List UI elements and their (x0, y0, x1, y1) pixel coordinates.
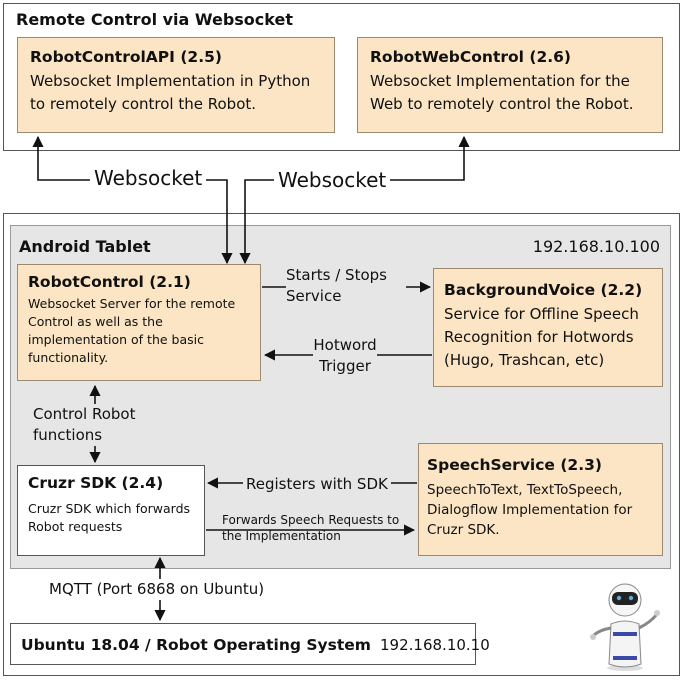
control-robot-label: Control Robot functions (33, 404, 151, 446)
robot-web-control-desc: Websocket Implementation for the Web to … (370, 72, 634, 113)
speech-service-box: SpeechService (2.3) SpeechToText, TextTo… (418, 443, 663, 556)
ubuntu-box: Ubuntu 18.04 / Robot Operating System 19… (10, 623, 490, 665)
background-voice-desc: Service for Offline Speech Recognition f… (444, 305, 639, 369)
cruzr-sdk-desc: Cruzr SDK which forwards Robot requests (28, 501, 191, 534)
robot-control-box: RobotControl (2.1) Websocket Server for … (17, 264, 261, 381)
background-voice-title: BackgroundVoice (2.2) (444, 281, 643, 299)
robot-control-desc: Websocket Server for the remote Control … (28, 296, 236, 365)
cruzr-sdk-title: Cruzr SDK (2.4) (28, 474, 164, 492)
registers-label: Registers with SDK (243, 474, 391, 495)
hotword-trigger-label: Hotword Trigger (313, 335, 377, 377)
websocket-left-line (32, 135, 233, 265)
robot-web-control-box: RobotWebControl (2.6) Websocket Implemen… (357, 37, 663, 133)
forwards-label: Forwards Speech Requests to the Implemen… (222, 513, 400, 543)
cruzr-sdk-box: Cruzr SDK (2.4) Cruzr SDK which forwards… (17, 465, 205, 556)
robot-control-api-title: RobotControlAPI (2.5) (30, 48, 222, 66)
remote-control-title: Remote Control via Websocket (16, 10, 293, 29)
websocket-label-right: Websocket (274, 168, 391, 192)
ubuntu-ip: 192.168.10.10 (380, 636, 490, 654)
android-tablet-ip: 192.168.10.100 (532, 237, 660, 256)
speech-service-desc: SpeechToText, TextToSpeech, Dialogflow I… (427, 482, 633, 538)
robot-control-title: RobotControl (2.1) (28, 273, 191, 291)
ubuntu-title: Ubuntu 18.04 / Robot Operating System (21, 636, 371, 654)
websocket-right-line (239, 135, 470, 265)
robot-control-api-box: RobotControlAPI (2.5) Websocket Implemen… (17, 37, 335, 133)
robot-control-api-desc: Websocket Implementation in Python to re… (30, 72, 311, 113)
robot-web-control-title: RobotWebControl (2.6) (370, 48, 571, 66)
starts-stops-label: Starts / Stops Service (286, 265, 406, 307)
robot-illustration-icon (590, 583, 660, 671)
mqtt-label: MQTT (Port 6868 on Ubuntu) (46, 579, 268, 600)
websocket-label-left: Websocket (90, 166, 207, 190)
speech-service-title: SpeechService (2.3) (427, 456, 602, 474)
background-voice-box: BackgroundVoice (2.2) Service for Offlin… (433, 268, 663, 387)
